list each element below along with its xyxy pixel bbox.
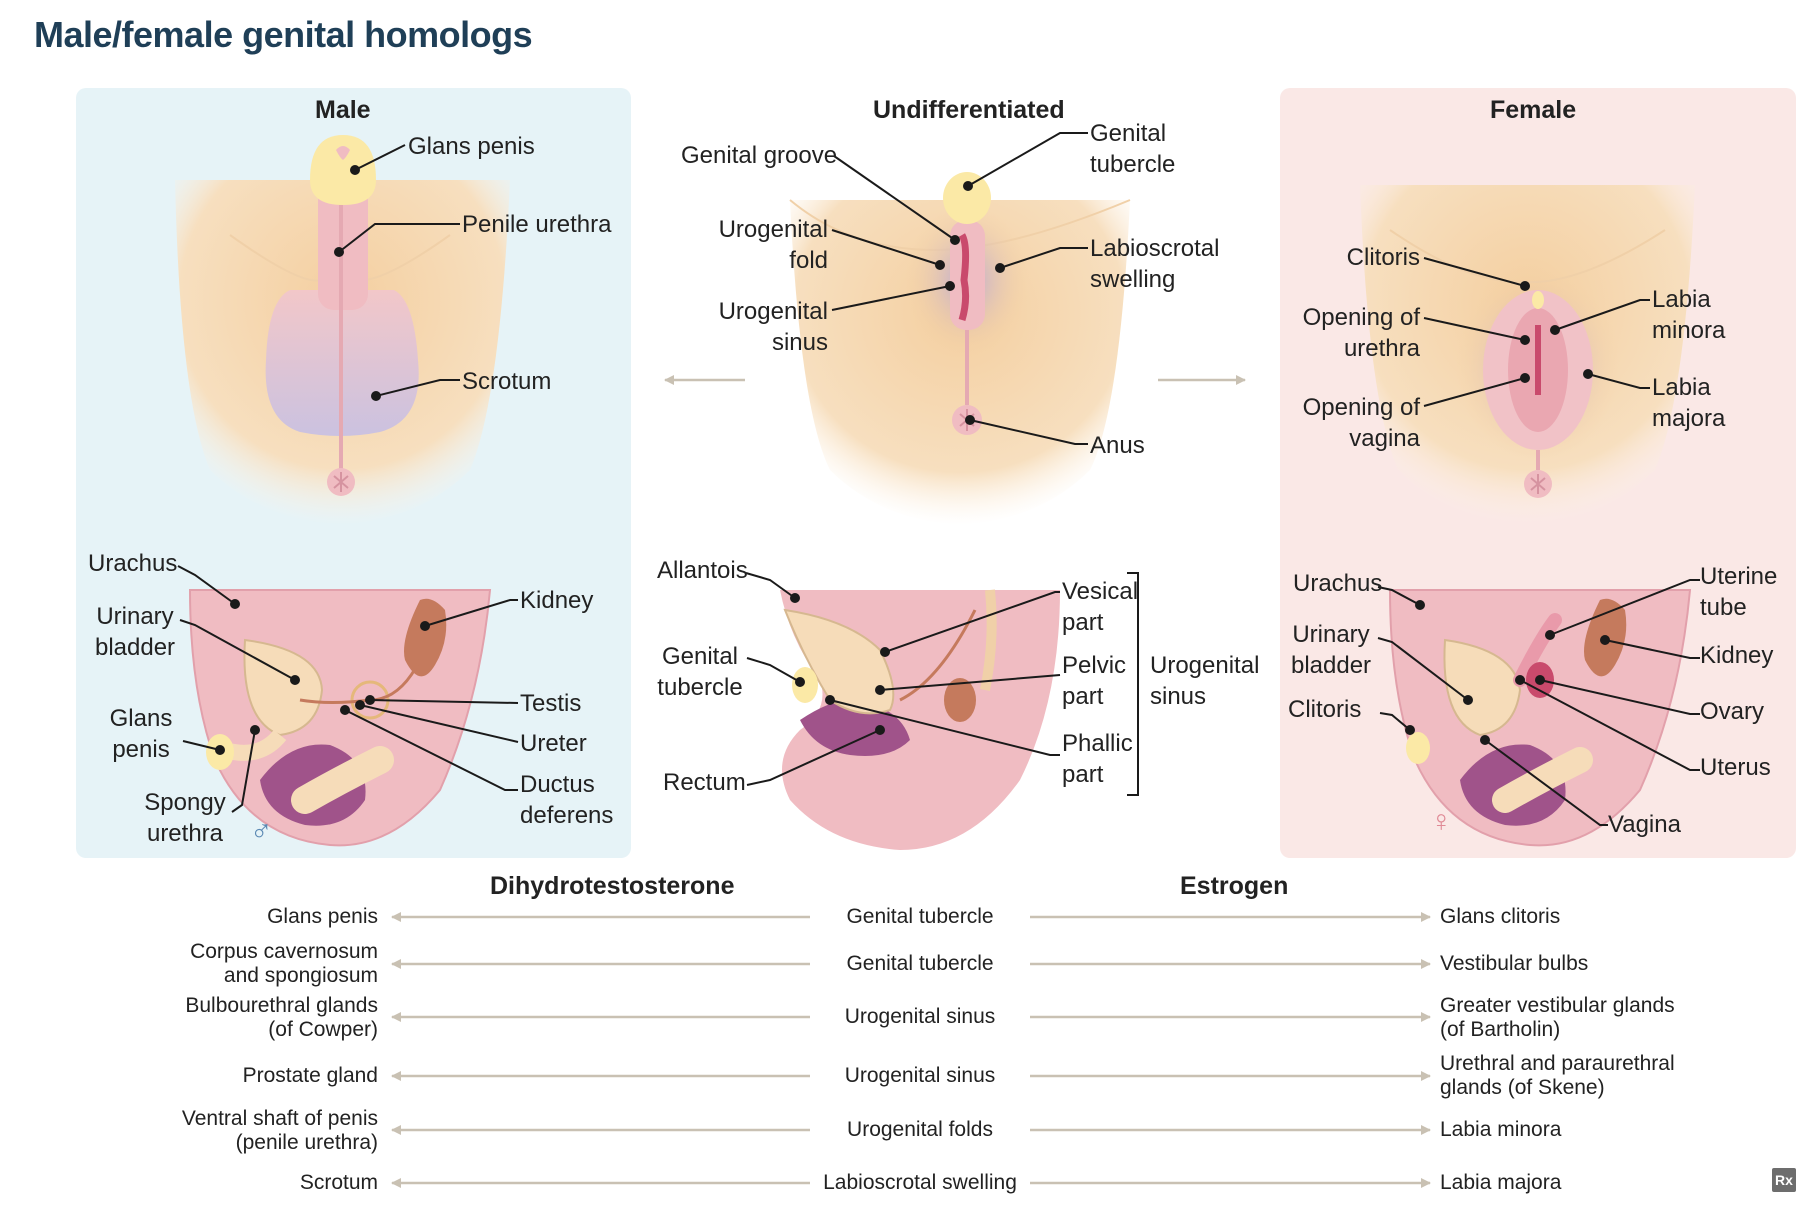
label-vagina: Vagina xyxy=(1608,811,1681,838)
label-kidney-female: Kidney xyxy=(1700,642,1774,669)
label-clitoris-int: Clitoris xyxy=(1288,696,1362,723)
origin-5: Urogenital folds xyxy=(847,1118,993,1141)
male-symbol-icon: ♂ xyxy=(250,815,273,848)
male-internal-art xyxy=(188,589,492,847)
label-testis: Testis xyxy=(520,690,582,717)
male-homolog-4: Prostate gland xyxy=(242,1064,378,1087)
label-ureter: Ureter xyxy=(520,730,587,757)
male-homolog-5: Ventral shaft of penis(penile urethra) xyxy=(181,1107,378,1154)
female-heading: Female xyxy=(1490,96,1577,124)
female-homolog-5: Labia minora xyxy=(1440,1118,1562,1141)
male-homolog-3: Bulbourethral glands(of Cowper) xyxy=(185,994,378,1041)
male-homolog-6: Scrotum xyxy=(299,1171,378,1194)
origin-3: Urogenital sinus xyxy=(844,1005,996,1028)
label-scrotum: Scrotum xyxy=(462,368,552,395)
female-homolog-2: Vestibular bulbs xyxy=(1440,952,1589,975)
rx-logo-icon: Rx xyxy=(1772,1168,1796,1192)
female-homolog-6: Labia majora xyxy=(1440,1171,1562,1194)
female-external-art xyxy=(1360,185,1695,525)
label-uterus: Uterus xyxy=(1700,754,1771,781)
label-glans-penis: Glans penis xyxy=(408,133,535,160)
label-allantois: Allantois xyxy=(657,557,748,584)
origin-2: Genital tubercle xyxy=(846,952,994,975)
female-homolog-3: Greater vestibular glands(of Bartholin) xyxy=(1440,994,1675,1041)
undiff-external-art xyxy=(789,172,1131,525)
page-title: Male/female genital homologs xyxy=(34,14,533,55)
label-rectum: Rectum xyxy=(663,769,746,796)
origin-6: Labioscrotal swelling xyxy=(823,1171,1017,1194)
undiff-internal-art xyxy=(780,589,1060,850)
label-urachus-female: Urachus xyxy=(1293,570,1383,597)
female-hormone-heading: Estrogen xyxy=(1180,872,1289,900)
male-homolog-1: Glans penis xyxy=(267,905,378,928)
label-anus: Anus xyxy=(1090,432,1145,459)
label-clitoris-ext: Clitoris xyxy=(1346,244,1420,271)
male-external-art xyxy=(175,135,510,525)
female-internal-art xyxy=(1388,589,1692,847)
undifferentiated-heading: Undifferentiated xyxy=(873,96,1065,124)
female-homolog-1: Glans clitoris xyxy=(1440,905,1561,928)
label-urachus-male: Urachus xyxy=(88,550,178,577)
label-ovary: Ovary xyxy=(1700,698,1765,725)
origin-1: Genital tubercle xyxy=(846,905,994,928)
origin-4: Urogenital sinus xyxy=(844,1064,996,1087)
male-heading: Male xyxy=(315,96,371,124)
label-penile-urethra: Penile urethra xyxy=(462,211,612,238)
label-genital-groove: Genital groove xyxy=(681,142,838,169)
label-kidney-male: Kidney xyxy=(520,587,594,614)
female-symbol-icon: ♀ xyxy=(1430,805,1453,838)
male-hormone-heading: Dihydrotestosterone xyxy=(490,872,735,900)
